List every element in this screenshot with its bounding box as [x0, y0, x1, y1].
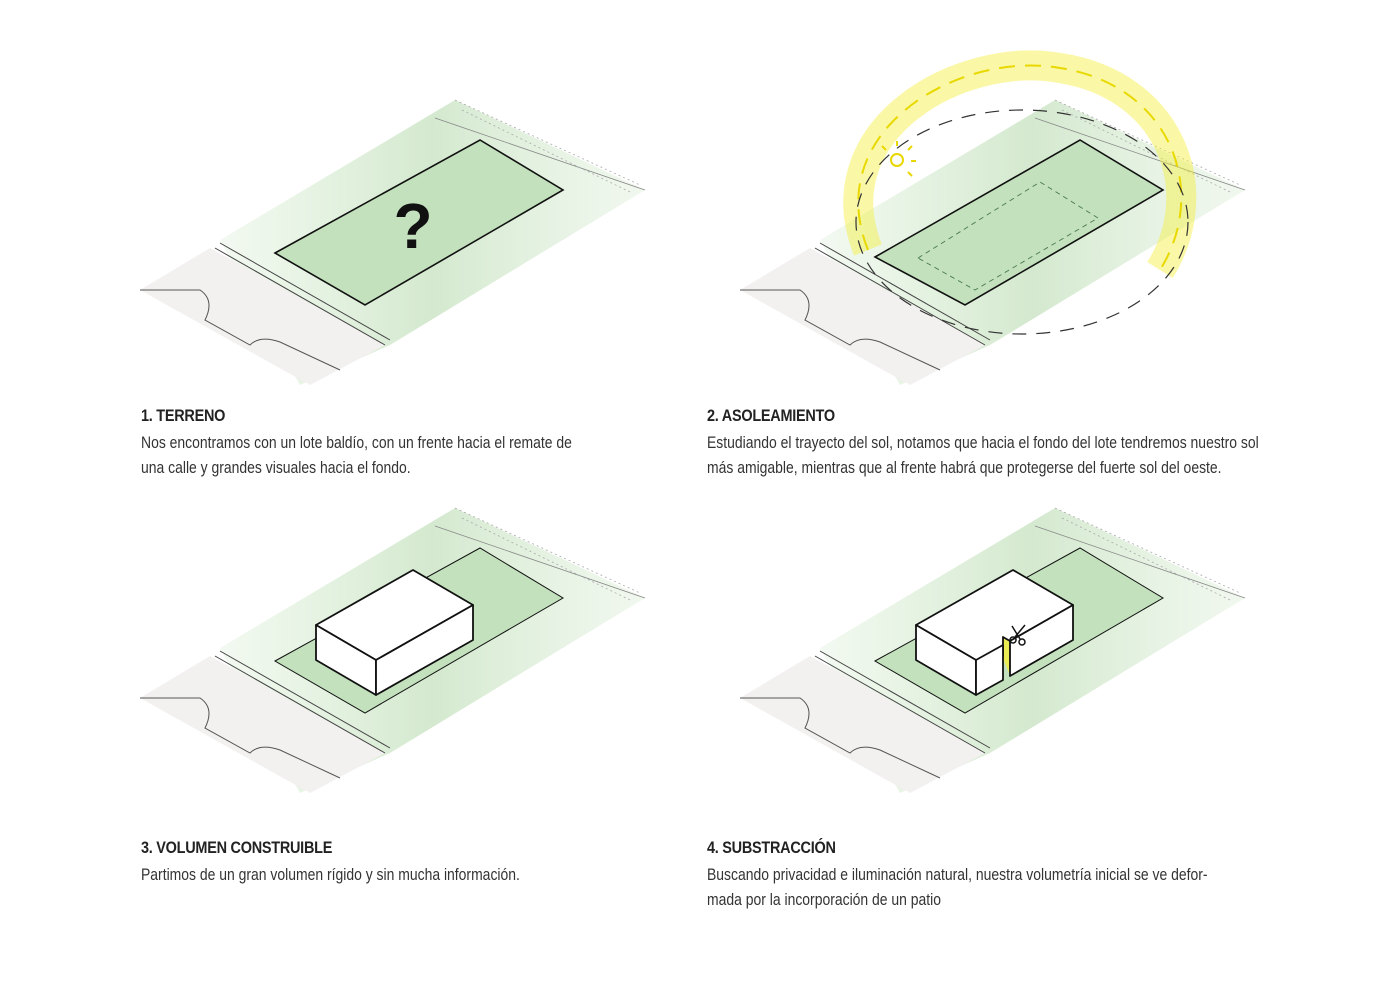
- step-title: 2. ASOLEAMIENTO: [707, 406, 835, 425]
- question-mark: ?: [393, 190, 432, 262]
- panel-asoleamiento: [739, 50, 1246, 386]
- panel-volumen: [139, 507, 646, 794]
- step-text: Nos encontramos con un lote baldío, con …: [141, 433, 572, 477]
- step-text: Estudiando el trayecto del sol, notamos …: [707, 433, 1259, 477]
- caption-terreno: 1. TERRENO Nos encontramos con un lote b…: [141, 406, 701, 480]
- step-title: 1. TERRENO: [141, 406, 226, 425]
- building-volume: [915, 569, 1074, 696]
- panel-terreno: ?: [139, 99, 646, 386]
- lot: [273, 139, 565, 306]
- panel-substraccion: [739, 507, 1246, 794]
- step-title: 3. VOLUMEN CONSTRUIBLE: [141, 838, 333, 857]
- caption-volumen: 3. VOLUMEN CONSTRUIBLE Partimos de un gr…: [141, 838, 701, 887]
- caption-substraccion: 4. SUBSTRACCIÓN Buscando privacidad e il…: [707, 838, 1267, 912]
- sun-icon: [881, 141, 916, 177]
- step-title: 4. SUBSTRACCIÓN: [707, 838, 836, 857]
- lot: [873, 139, 1165, 306]
- sun-orbit: [855, 109, 1189, 335]
- scissors-icon: [1009, 624, 1026, 646]
- building-volume: [315, 569, 474, 696]
- step-text: Partimos de un gran volumen rígido y sin…: [141, 865, 520, 884]
- caption-asoleamiento: 2. ASOLEAMIENTO Estudiando el trayecto d…: [707, 406, 1267, 480]
- step-text: Buscando privacidad e iluminación natura…: [707, 865, 1208, 909]
- sun-path-dashed: [857, 64, 1183, 271]
